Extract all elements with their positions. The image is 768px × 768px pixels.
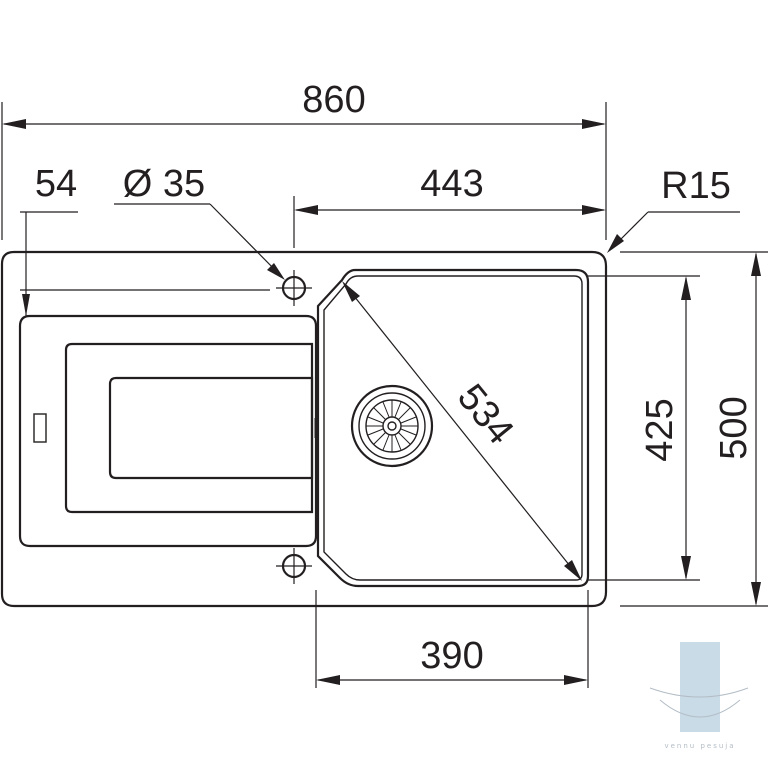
label-bowl-depth: 425 (639, 398, 681, 461)
label-bowl-offset: 443 (420, 163, 483, 205)
sink-outer-outline (0, 250, 608, 608)
label-overall-width: 860 (302, 79, 365, 121)
dimension-drainer-offset (20, 211, 270, 316)
bowl-outline (316, 268, 590, 588)
label-bowl-diagonal: 534 (449, 377, 522, 453)
watermark-text: vennu pesuja (664, 742, 735, 750)
overflow-slot (33, 413, 47, 443)
dimension-corner-radius-leader (607, 211, 740, 253)
tap-hole-top (276, 270, 312, 306)
drainer-inner-2 (108, 376, 314, 480)
label-drainer-offset: 54 (35, 163, 77, 205)
dimension-bowl-width (315, 590, 589, 688)
bowl-inner-rim (323, 275, 583, 581)
dimension-overall-depth (620, 251, 768, 607)
drainer-inner-1 (64, 342, 314, 514)
dimension-bowl-depth (588, 275, 700, 581)
dimension-bowl-diagonal (342, 281, 582, 581)
label-bowl-width: 390 (420, 635, 483, 677)
label-corner-radius: R15 (661, 165, 731, 207)
dimension-tap-hole-leader (114, 203, 285, 280)
drain-waste (350, 384, 434, 468)
dimension-overall-width (1, 102, 607, 240)
tap-hole-bottom (276, 548, 312, 584)
watermark-bar (680, 642, 720, 732)
watermark-logo: vennu pesuja (649, 642, 749, 750)
label-tap-hole: Ø 35 (123, 163, 205, 205)
dimension-bowl-offset (293, 196, 606, 248)
label-overall-depth: 500 (713, 396, 755, 459)
drainer-outline (18, 314, 318, 548)
